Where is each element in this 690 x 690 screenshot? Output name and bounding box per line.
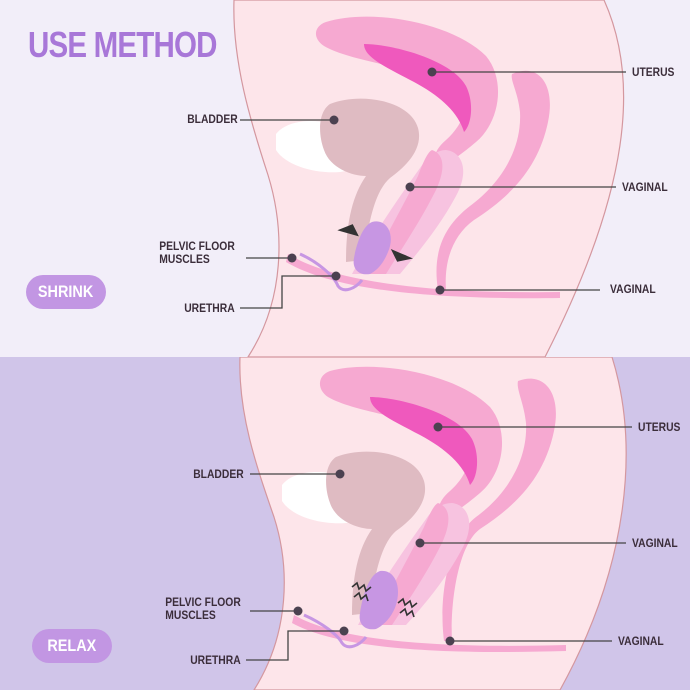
label-uterus: UTERUS <box>632 65 675 79</box>
rectum <box>436 70 550 290</box>
dot-vaginal-lower <box>435 285 445 295</box>
leader-lines <box>246 426 632 661</box>
label-pelvic-floor-line2: MUSCLES <box>159 252 210 266</box>
label-dots <box>287 67 445 295</box>
vibration-left-icon <box>351 581 372 602</box>
dot-urethra <box>339 626 349 636</box>
pelvic-floor-band <box>286 254 560 299</box>
label-pelvic-floor-line1: PELVIC FLOOR <box>159 239 235 253</box>
dot-bladder <box>329 115 339 125</box>
label-urethra: URETHRA <box>184 301 235 315</box>
page-title: USE METHOD <box>28 24 217 65</box>
dot-uterus <box>433 422 443 432</box>
uterus-cavity <box>370 397 478 485</box>
dot-bladder <box>335 469 345 479</box>
dot-vaginal-upper <box>415 538 425 548</box>
shrink-badge: SHRINK <box>26 275 106 309</box>
uterus-cavity <box>364 44 472 132</box>
relax-anatomy-illustration <box>0 357 690 690</box>
label-urethra: URETHRA <box>190 653 241 667</box>
label-vaginal-upper: VAGINAL <box>622 180 668 194</box>
shrink-anatomy-illustration <box>0 0 690 357</box>
label-pelvic-floor: PELVIC FLOOR MUSCLES <box>166 596 241 622</box>
relax-badge: RELAX <box>32 629 112 663</box>
dot-pelvic-floor <box>293 606 303 616</box>
relax-badge-text: RELAX <box>47 636 97 655</box>
label-pelvic-floor-line2: MUSCLES <box>165 608 216 622</box>
dot-vaginal-lower <box>445 636 455 646</box>
uterus <box>315 16 499 178</box>
urethra-tube <box>299 252 364 292</box>
device <box>359 570 399 630</box>
label-vaginal-upper: VAGINAL <box>632 536 678 550</box>
relax-panel: UTERUS BLADDER VAGINAL PELVIC FLOOR MUSC… <box>0 357 690 690</box>
dot-uterus <box>427 67 437 77</box>
uterus <box>319 366 503 529</box>
label-bladder: BLADDER <box>193 467 244 481</box>
squeeze-arrow-left-icon <box>337 224 359 237</box>
shrink-badge-text: SHRINK <box>38 282 94 301</box>
dot-pelvic-floor <box>287 253 297 263</box>
vibration-right-icon <box>397 597 418 618</box>
label-vaginal-lower: VAGINAL <box>610 282 656 296</box>
label-vaginal-lower: VAGINAL <box>618 634 664 648</box>
label-uterus: UTERUS <box>638 420 681 434</box>
dot-urethra <box>331 271 341 281</box>
label-dots <box>293 422 455 646</box>
label-pelvic-floor: PELVIC FLOOR MUSCLES <box>160 240 235 266</box>
urethra-tube <box>303 613 368 649</box>
leader-lines <box>240 71 626 309</box>
squeeze-arrow-right-icon <box>390 249 414 262</box>
dot-vaginal-upper <box>405 182 415 192</box>
label-pelvic-floor-line1: PELVIC FLOOR <box>165 595 241 609</box>
shrink-panel: USE METHOD UTERUS BLADDER VAGINAL PELVIC… <box>0 0 690 357</box>
device <box>353 221 391 275</box>
bladder <box>320 98 420 262</box>
label-bladder: BLADDER <box>187 112 238 126</box>
bladder <box>326 451 426 615</box>
rectum <box>442 378 556 641</box>
